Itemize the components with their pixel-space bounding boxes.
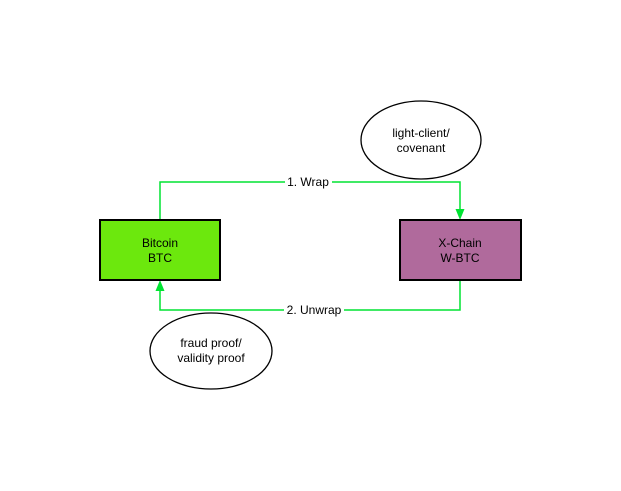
light-client-label-line1: light-client/	[392, 126, 450, 140]
wrap-edge-label: 1. Wrap	[287, 175, 329, 189]
xchain-node-label-line2: W-BTC	[440, 251, 479, 265]
unwrap-edge-label: 2. Unwrap	[287, 303, 342, 317]
unwrap-arrowhead-icon	[155, 280, 165, 291]
unwrap-label-background	[284, 303, 344, 316]
xchain-node	[399, 219, 522, 281]
fraud-proof-label-line1: fraud proof/	[180, 336, 242, 350]
wrap-arrowhead-icon	[455, 209, 465, 220]
bitcoin-node-label-line2: BTC	[148, 251, 172, 265]
bitcoin-node	[99, 219, 221, 281]
light-client-covenant-ellipse	[360, 100, 482, 180]
fraud-proof-label-line2: validity proof	[177, 351, 245, 365]
wrap-label-background	[285, 175, 332, 188]
bitcoin-node-label-line1: Bitcoin	[142, 236, 178, 250]
xchain-node-label-line1: X-Chain	[438, 236, 481, 250]
light-client-label-line2: covenant	[397, 141, 446, 155]
fraud-validity-ellipse	[149, 312, 273, 390]
